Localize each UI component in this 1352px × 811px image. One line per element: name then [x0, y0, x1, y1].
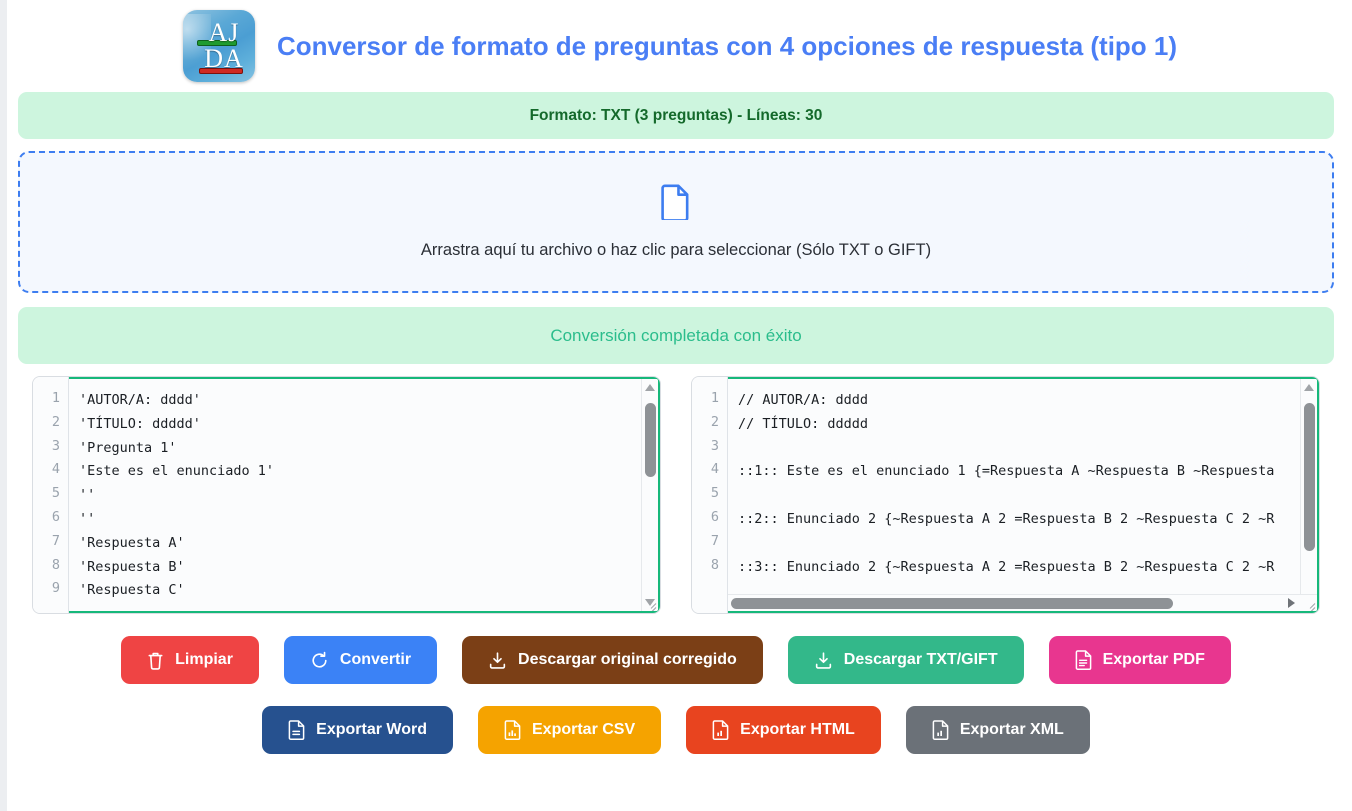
download-original-button[interactable]: Descargar original corregido	[462, 636, 763, 684]
file-csv-icon	[504, 720, 521, 740]
logo-text-line1: AJ	[208, 18, 240, 47]
line-number: 3	[51, 437, 60, 454]
file-document-icon	[661, 184, 691, 225]
page-title: Conversor de formato de preguntas con 4 …	[276, 30, 1178, 61]
output-textarea-wrap[interactable]: // AUTOR/A: dddd// TÍTULO: ddddd ::1:: E…	[728, 377, 1319, 613]
line-number: 1	[51, 390, 60, 406]
button-label: Exportar Word	[316, 721, 427, 738]
output-line-numbers: 1 2 3 4 5 6 7 8	[692, 377, 728, 613]
output-resize-handle[interactable]	[1303, 597, 1316, 611]
conversion-success-banner: Conversión completada con éxito	[18, 307, 1334, 364]
code-line: ::3:: Enunciado 2 {~Respuesta A 2 =Respu…	[738, 558, 1275, 575]
input-textarea[interactable]: 'AUTOR/A: dddd' 'TÍTULO: ddddd' 'Pregunta …	[69, 379, 658, 611]
line-number: 7	[51, 532, 60, 549]
app-logo: AJ DA	[182, 10, 255, 82]
button-label: Exportar CSV	[532, 721, 636, 738]
refresh-icon	[310, 651, 329, 670]
input-scroll-thumb[interactable]	[645, 403, 656, 477]
input-textarea-wrap[interactable]: 'AUTOR/A: dddd' 'TÍTULO: ddddd' 'Pregunta …	[69, 377, 660, 613]
file-word-icon	[288, 720, 305, 740]
output-vertical-scrollbar[interactable]	[1300, 379, 1317, 611]
file-html-icon	[712, 720, 729, 740]
output-hscroll-thumb[interactable]	[731, 598, 1173, 609]
line-number: 9	[51, 580, 60, 597]
line-number: 5	[710, 485, 719, 502]
button-label: Descargar TXT/GIFT	[843, 651, 998, 668]
input-vertical-scrollbar[interactable]	[641, 379, 658, 611]
trash-icon	[147, 651, 164, 670]
download-icon	[488, 651, 507, 670]
export-xml-button[interactable]: Exportar XML	[905, 706, 1090, 754]
code-line: ''	[79, 487, 96, 504]
line-number: 4	[51, 461, 60, 478]
page-scrollbar-strip[interactable]	[0, 0, 7, 811]
export-pdf-button[interactable]: Exportar PDF	[1048, 636, 1231, 684]
input-line-numbers: 1 2 3 4 5 6 7 8 9	[33, 377, 69, 613]
line-number: 7	[710, 532, 719, 549]
output-horizontal-scrollbar[interactable]	[728, 594, 1317, 611]
code-line: // TÍTULO: ddddd	[738, 415, 869, 432]
convert-button[interactable]: Convertir	[283, 636, 438, 684]
button-label: Limpiar	[175, 651, 233, 668]
code-line: 'AUTOR/A: dddd'	[79, 392, 201, 408]
file-pdf-icon	[1075, 650, 1092, 670]
code-line: // AUTOR/A: dddd	[738, 392, 869, 408]
line-number: 5	[51, 485, 60, 502]
code-line	[738, 532, 1317, 556]
code-line: 'Pregunta 1'	[79, 439, 177, 456]
file-xml-icon	[932, 720, 949, 740]
scroll-up-arrow-icon[interactable]	[645, 384, 655, 391]
dropzone-label: Arrastra aquí tu archivo o haz clic para…	[420, 241, 932, 259]
download-icon	[814, 651, 833, 670]
code-line: 'TÍTULO: ddddd'	[79, 415, 201, 432]
input-resize-handle[interactable]	[644, 597, 657, 611]
scroll-down-arrow-icon[interactable]	[645, 599, 655, 606]
line-number: 4	[710, 461, 719, 478]
actions-row-2: Exportar Word Exportar CSV Exportar HTML Ex…	[18, 706, 1334, 754]
logo-text: AJ DA	[183, 10, 255, 82]
export-word-button[interactable]: Exportar Word	[262, 706, 453, 754]
format-status-banner: Formato: TXT (3 preguntas) - Líneas: 30	[18, 92, 1334, 139]
line-number: 6	[51, 508, 60, 525]
scroll-up-arrow-icon[interactable]	[1304, 384, 1314, 391]
input-editor[interactable]: 1 2 3 4 5 6 7 8 9 'AUTOR/A: dddd' 'TÍTULO: ddddd'…	[32, 376, 661, 614]
button-label: Convertir	[339, 651, 412, 668]
actions-row-1: Limpiar Convertir Descargar original corre…	[18, 636, 1334, 684]
code-line: ::1:: Este es el enunciado 1 {=Respuesta…	[738, 463, 1275, 480]
code-line	[738, 484, 1317, 508]
logo-green-bar	[196, 40, 237, 46]
code-line: 'Este es el enunciado 1'	[79, 463, 275, 480]
clear-button[interactable]: Limpiar	[121, 636, 259, 684]
code-line: ::2:: Enunciado 2 {~Respuesta A 2 =Respu…	[738, 510, 1275, 527]
app-header: AJ DA Conversor de formato de preguntas …	[18, 0, 1334, 92]
line-number: 8	[51, 556, 60, 573]
export-csv-button[interactable]: Exportar CSV	[478, 706, 662, 754]
output-textarea[interactable]: // AUTOR/A: dddd// TÍTULO: ddddd ::1:: E…	[728, 379, 1317, 611]
logo-text-line2: DA	[204, 44, 244, 73]
button-label: Exportar HTML	[740, 721, 855, 738]
line-number: 8	[710, 556, 719, 573]
button-label: Exportar XML	[959, 721, 1064, 738]
line-number: 2	[51, 413, 60, 430]
scroll-right-arrow-icon[interactable]	[1288, 598, 1295, 608]
download-txt-gift-button[interactable]: Descargar TXT/GIFT	[787, 636, 1024, 684]
line-number: 6	[710, 508, 719, 525]
button-label: Descargar original corregido	[518, 651, 737, 668]
logo-red-bar	[198, 68, 243, 74]
line-number: 3	[710, 437, 719, 454]
actions-area: Limpiar Convertir Descargar original corre…	[18, 614, 1334, 754]
line-number: 1	[710, 390, 719, 406]
output-scroll-thumb[interactable]	[1304, 403, 1315, 551]
file-dropzone[interactable]: Arrastra aquí tu archivo o haz clic para…	[18, 151, 1334, 293]
button-label: Exportar PDF	[1102, 651, 1205, 668]
export-html-button[interactable]: Exportar HTML	[686, 706, 881, 754]
line-number: 2	[710, 413, 719, 430]
code-line: 'Respuesta A'	[79, 534, 185, 551]
code-line	[738, 437, 1317, 461]
editors-row: 1 2 3 4 5 6 7 8 9 'AUTOR/A: dddd' 'TÍTULO: ddddd'…	[18, 376, 1334, 614]
code-line: 'Respuesta C'	[79, 582, 185, 599]
code-line: 'Respuesta B'	[79, 558, 185, 575]
code-line: ''	[79, 510, 96, 527]
